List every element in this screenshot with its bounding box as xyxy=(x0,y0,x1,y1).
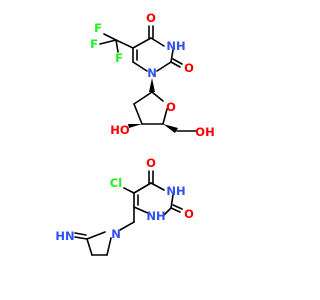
tipiracil-molecule xyxy=(74,170,183,256)
bond-ch2-n xyxy=(119,221,135,231)
bond-c2-n1 xyxy=(156,61,172,72)
bond-n3-c2 xyxy=(170,194,174,209)
bond-c2r-n xyxy=(86,231,106,240)
bond-c2p-c3p xyxy=(133,103,143,125)
bond-cf3-f-top xyxy=(103,33,117,41)
bond-cf3-f-left xyxy=(99,39,117,45)
bond-c4-n3 xyxy=(150,37,165,47)
wedge-c4p-c5p xyxy=(163,124,178,133)
bond-c4p-o xyxy=(162,108,168,125)
atom-o-c4: O xyxy=(146,156,156,170)
bond-imine-b xyxy=(74,232,87,236)
atom-f-top: F xyxy=(94,21,102,35)
chemical-structure-diagram: F F F O NH O N O HO OH Cl O xyxy=(55,11,215,256)
bond-cf3-c5 xyxy=(115,39,134,49)
bond-cf3-f-bottom xyxy=(115,39,119,53)
atom-o-c2: O xyxy=(184,61,194,75)
atom-f-left: F xyxy=(90,37,98,51)
atom-o-ring: O xyxy=(166,100,176,114)
wedge-c3p-oh xyxy=(128,124,142,128)
bond-c2-o-b xyxy=(172,204,183,210)
bond-c2-o-a xyxy=(170,61,181,68)
atom-f-bottom: F xyxy=(115,51,123,65)
atom-o-c2: O xyxy=(184,207,194,221)
bond-c2-o-a xyxy=(170,207,181,213)
atom-nh1: NH xyxy=(146,209,165,223)
atom-oh5: OH xyxy=(195,125,214,139)
bond-c2-n1 xyxy=(163,207,172,216)
atom-o-c4: O xyxy=(146,11,156,25)
bond-c5-c4 xyxy=(133,182,152,194)
bond-c5-cl xyxy=(123,187,135,194)
bond-c1p-c2p xyxy=(133,91,153,105)
atom-n1: N xyxy=(147,66,157,80)
trifluridine-molecule xyxy=(99,25,197,133)
atom-hn-imine: HN xyxy=(55,229,74,243)
bond-c2-o-b xyxy=(172,58,183,65)
bond-c4-n3 xyxy=(150,182,165,191)
bond-n1-c6 xyxy=(133,206,151,215)
bond-n3-c2 xyxy=(170,49,174,63)
bond-o-c1p xyxy=(151,91,164,102)
atom-n-pyrrolidine: N xyxy=(111,227,121,241)
bond-c5-c4 xyxy=(132,37,152,49)
atom-nh3: NH xyxy=(166,39,185,53)
bond-n-c5r xyxy=(106,237,112,256)
atom-cl: Cl xyxy=(110,176,122,190)
atom-ho3: HO xyxy=(110,123,130,137)
bond-imine-a xyxy=(74,236,88,240)
bond-c4r-c3r xyxy=(86,238,93,256)
wedge-n1-c1prime xyxy=(149,78,155,92)
atom-nh3: NH xyxy=(166,184,185,198)
bond-n1-c6 xyxy=(132,61,148,72)
